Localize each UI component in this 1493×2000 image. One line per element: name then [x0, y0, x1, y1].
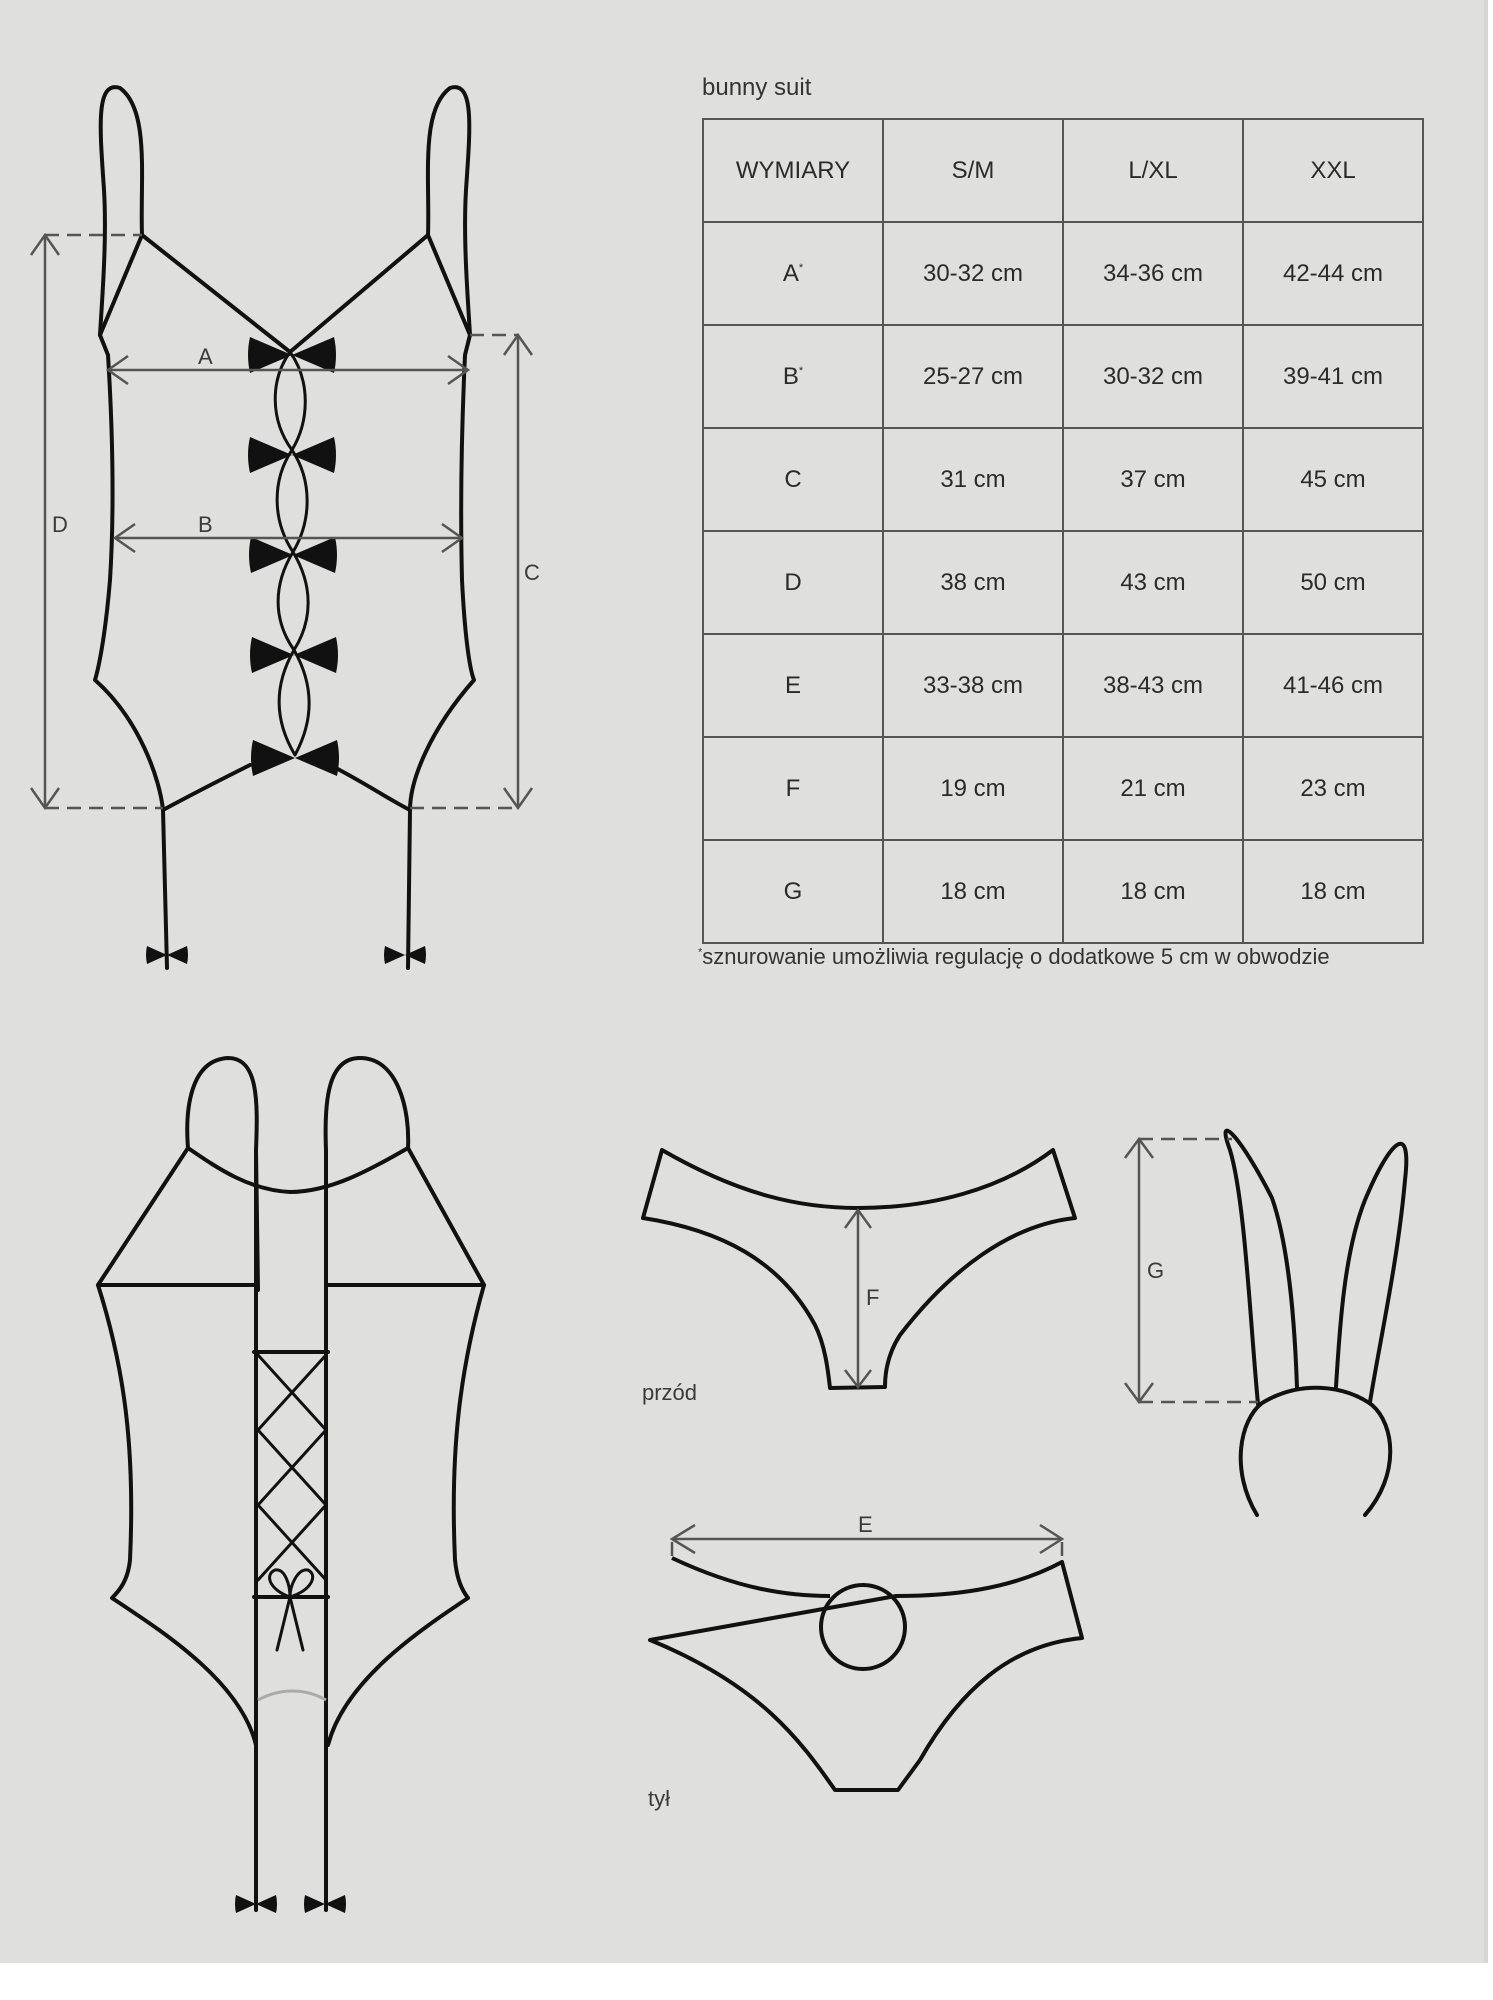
panties-back-dimension	[669, 1523, 1065, 1556]
size-value-cell: 18 cm	[882, 839, 1064, 944]
dim-label-g: G	[1147, 1258, 1165, 1283]
size-value-cell: 42-44 cm	[1242, 221, 1424, 326]
panties-back-drawing	[648, 1556, 1084, 1792]
row-label-text: E	[784, 671, 801, 699]
back-garter-bows	[235, 1895, 346, 1913]
dim-label-e: E	[858, 1512, 873, 1537]
header-cell: WYMIARY	[702, 118, 884, 223]
row-label: E	[702, 633, 884, 738]
size-value-cell: 31 cm	[882, 427, 1064, 532]
ears-dimension	[1123, 1136, 1258, 1405]
size-value-cell: 18 cm	[1242, 839, 1424, 944]
row-label: G	[702, 839, 884, 944]
row-label-text: F	[785, 774, 801, 802]
row-label: C	[702, 427, 884, 532]
header-cell: L/XL	[1062, 118, 1244, 223]
row-label-text: B	[782, 362, 799, 390]
row-label-text: G	[783, 877, 803, 905]
table-header-row: WYMIARY S/M L/XL XXL	[702, 118, 1424, 223]
size-value-cell: 45 cm	[1242, 427, 1424, 532]
row-label-text: A	[782, 259, 799, 287]
dim-label-d: D	[52, 512, 68, 537]
dim-label-c: C	[524, 560, 540, 585]
size-value-cell: 18 cm	[1062, 839, 1244, 944]
bodysuit-front-dimensions	[29, 232, 534, 811]
header-cell: XXL	[1242, 118, 1424, 223]
row-label-mark: *	[798, 364, 804, 377]
size-value-cell: 21 cm	[1062, 736, 1244, 841]
size-value-cell: 34-36 cm	[1062, 221, 1244, 326]
footnote: *sznurowanie umożliwia regulację o dodat…	[698, 944, 1330, 970]
row-label: A*	[702, 221, 884, 326]
size-value-cell: 30-32 cm	[1062, 324, 1244, 429]
row-label-text: D	[784, 568, 802, 596]
dim-label-b: B	[198, 512, 213, 537]
chart-title: bunny suit	[702, 74, 812, 101]
panties-front-dimension	[843, 1207, 873, 1390]
size-value-cell: 19 cm	[882, 736, 1064, 841]
row-label: D	[702, 530, 884, 635]
size-value-cell: 50 cm	[1242, 530, 1424, 635]
bodysuit-front-drawing	[93, 85, 476, 970]
row-label-text: C	[784, 465, 802, 493]
size-value-cell: 39-41 cm	[1242, 324, 1424, 429]
bunny-ears-drawing	[1223, 1128, 1409, 1517]
row-label-mark: *	[798, 261, 804, 274]
bow-icons	[146, 337, 426, 964]
footnote-mark: *	[698, 946, 703, 959]
size-value-cell: 37 cm	[1062, 427, 1244, 532]
caption-front: przód	[642, 1380, 698, 1405]
dim-label-f: F	[866, 1285, 880, 1310]
caption-back: tył	[648, 1786, 670, 1811]
size-value-cell: 38-43 cm	[1062, 633, 1244, 738]
size-value-cell: 41-46 cm	[1242, 633, 1424, 738]
bodysuit-back-drawing	[96, 1056, 486, 1912]
size-value-cell: 38 cm	[882, 530, 1064, 635]
size-value-cell: 25-27 cm	[882, 324, 1064, 429]
row-label: B*	[702, 324, 884, 429]
size-value-cell: 23 cm	[1242, 736, 1424, 841]
size-value-cell: 30-32 cm	[882, 221, 1064, 326]
footnote-text: sznurowanie umożliwia regulację o dodatk…	[702, 944, 1330, 969]
dim-label-a: A	[198, 344, 213, 369]
size-value-cell: 33-38 cm	[882, 633, 1064, 738]
size-value-cell: 43 cm	[1062, 530, 1244, 635]
row-label: F	[702, 736, 884, 841]
hem-guide-line	[257, 1689, 327, 1702]
panties-front-drawing	[641, 1148, 1077, 1390]
header-cell: S/M	[882, 118, 1064, 223]
